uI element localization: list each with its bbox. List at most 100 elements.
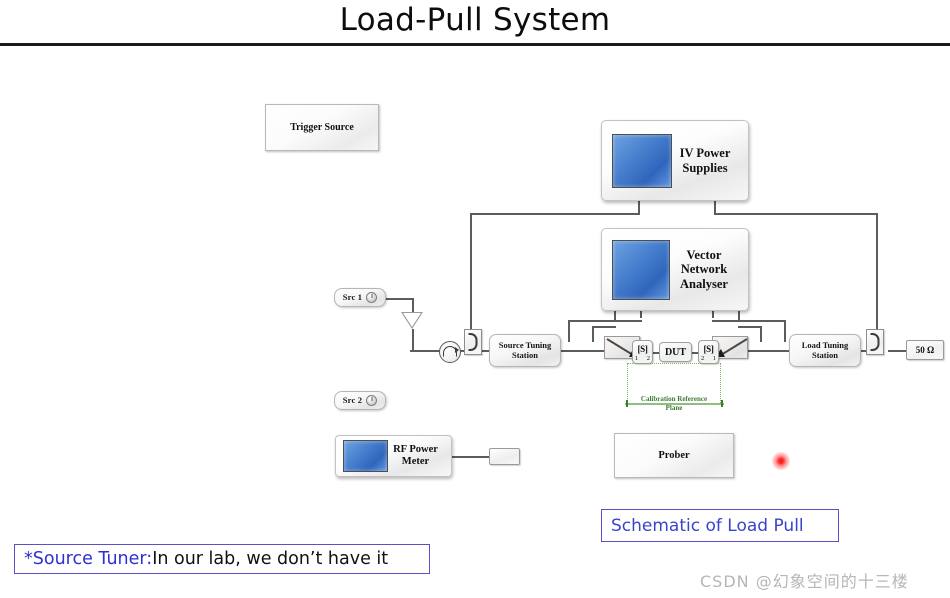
wire-coupler3-to-lts <box>748 350 792 352</box>
source-tuning-station-label: Source Tuning Station <box>498 340 552 360</box>
wire-vna-leg-4 <box>738 310 740 322</box>
lts-line2: Station <box>812 349 838 360</box>
source-2-label: Src 2 <box>342 394 363 405</box>
rf-power-meter-screen <box>343 440 388 472</box>
load-tuning-station-label: Load Tuning Station <box>801 340 849 360</box>
wire-rfpm-cable <box>452 456 489 458</box>
wire-rf-src-to-circ <box>410 350 440 352</box>
wire-iv-bus-left <box>470 213 640 215</box>
wire-lts-to-coupler4 <box>857 350 866 352</box>
bias-tee-coil <box>870 333 880 351</box>
iv-label-line1: IV Power <box>679 146 731 161</box>
wire-sts-to-coupler2 <box>557 350 604 352</box>
wire-iv-down-left <box>470 213 472 331</box>
load-tuning-station[interactable]: Load Tuning Station <box>789 334 861 367</box>
schematic-of-load-pull-label: Schematic of Load Pull <box>601 509 839 542</box>
title-divider <box>0 43 950 46</box>
s-block-right-sub-left: 2 <box>701 355 705 362</box>
wire-iv-bus-right <box>714 213 878 215</box>
rfpm-line2: Meter <box>401 456 430 467</box>
s-block-right: [S] 2 1 <box>698 340 719 364</box>
wire-vna-right-a-drop <box>784 320 786 342</box>
rf-power-meter-sensor <box>489 448 520 465</box>
schematic-label-text: Schematic of Load Pull <box>611 515 804 536</box>
source-tuning-station[interactable]: Source Tuning Station <box>489 334 561 367</box>
wire-vna-leg-1 <box>614 310 616 322</box>
csdn-watermark: CSDN @幻象空间的十三楼 <box>700 572 909 591</box>
calibration-reference-plane-label: Calibration Reference Plane <box>604 395 744 413</box>
cal-line2: Plane <box>665 403 683 412</box>
trigger-source-box[interactable]: Trigger Source <box>265 104 379 151</box>
bias-tee-source <box>464 329 482 355</box>
vna-label: Vector Network Analyser <box>670 248 742 291</box>
s-block-left: [S] 1 2 <box>632 340 653 364</box>
iv-power-supplies[interactable]: IV Power Supplies <box>601 120 749 201</box>
sts-line1: Source Tuning <box>498 340 552 351</box>
source-tuner-note-accent: *Source Tuner: <box>24 549 153 569</box>
calibration-plane-tick-left <box>626 400 628 407</box>
wire-vna-leg-2 <box>640 310 642 318</box>
wire-vna-left-a <box>568 320 642 322</box>
power-knob-icon[interactable] <box>366 395 378 406</box>
calibration-plane-tick-right <box>721 400 723 407</box>
trigger-source-label: Trigger Source <box>290 121 354 133</box>
wire-vna-left-a-drop <box>568 320 570 342</box>
rf-power-meter[interactable]: RF Power Meter <box>335 435 452 477</box>
circulator-icon <box>439 341 461 363</box>
calibration-plane-line <box>625 403 724 405</box>
prober-box[interactable]: Prober <box>614 433 734 478</box>
bias-tee-coil <box>468 333 478 351</box>
vna-screen <box>612 239 670 300</box>
wire-vna-left-b <box>592 326 616 328</box>
wire-iv-down-right <box>876 213 878 331</box>
s-block-left-sub-left: 1 <box>635 355 639 362</box>
s-block-right-sub-right: 1 <box>712 355 716 362</box>
vna-label-line1: Vector <box>686 247 722 262</box>
wire-iv-leg-left <box>638 200 640 214</box>
source-1-label: Src 1 <box>342 291 363 302</box>
s-block-left-sub-right: 2 <box>646 355 650 362</box>
source-tuner-note-rest: In our lab, we don’t have it <box>152 549 389 569</box>
termination-label: 50 Ω <box>915 345 935 355</box>
iv-power-supplies-screen <box>612 133 672 188</box>
rfpm-line1: RF Power <box>393 443 438 455</box>
iv-power-supplies-label: IV Power Supplies <box>672 146 742 175</box>
wire-dut-to-s2 <box>691 352 699 354</box>
circulator-arrow <box>455 347 459 353</box>
s-block-right-label: [S] <box>703 344 714 354</box>
wire-atten-down <box>412 329 414 350</box>
vna-label-line3: Analyser <box>680 276 728 291</box>
wire-circ-to-coupler <box>459 350 468 352</box>
source-1-block[interactable]: Src 1 <box>334 288 386 307</box>
wire-coupler4-to-term <box>888 350 907 352</box>
laser-pointer-dot <box>772 452 790 470</box>
source-2-block[interactable]: Src 2 <box>334 391 386 410</box>
dut-block: DUT <box>659 342 692 362</box>
lts-line1: Load Tuning <box>801 340 849 351</box>
slide-header: Load-Pull System <box>0 0 950 47</box>
vector-network-analyser[interactable]: Vector Network Analyser <box>601 228 749 311</box>
dut-label: DUT <box>664 346 687 358</box>
cal-line1: Calibration Reference <box>640 395 708 403</box>
s-block-left-label: [S] <box>637 344 648 354</box>
wire-vna-right-b <box>738 326 762 328</box>
wire-s1-to-dut <box>652 352 660 354</box>
iv-label-line2: Supplies <box>682 160 728 175</box>
wire-vna-leg-3 <box>712 310 714 318</box>
wire-iv-leg-right <box>714 200 716 214</box>
wire-coupler-to-sts <box>481 350 493 352</box>
attenuator-icon <box>401 312 423 329</box>
prober-label: Prober <box>658 449 690 461</box>
wire-src1-down <box>412 298 414 312</box>
wire-vna-right-a <box>712 320 786 322</box>
wire-src1-out <box>384 298 414 300</box>
source-tuner-note: *Source Tuner: In our lab, we don’t have… <box>14 544 430 574</box>
wire-vna-left-b-drop <box>592 326 594 342</box>
vna-label-line2: Network <box>680 262 728 277</box>
sts-line2: Station <box>512 349 538 360</box>
power-knob-icon[interactable] <box>366 292 378 303</box>
wire-vna-right-b-drop <box>760 326 762 342</box>
termination-50-ohm: 50 Ω <box>906 340 944 360</box>
bias-tee-load <box>866 329 884 355</box>
